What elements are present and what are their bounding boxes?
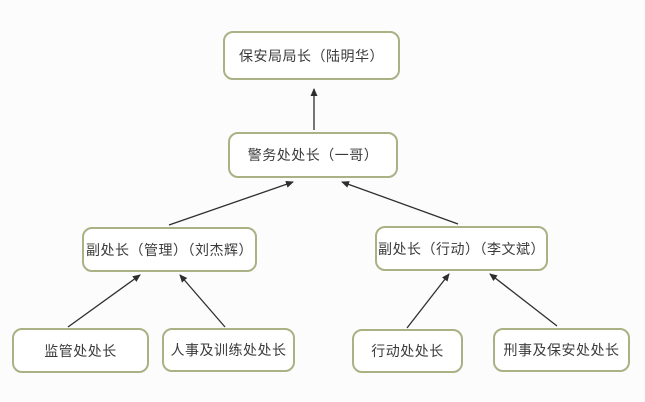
edge-regulatory-to-deputy-management <box>67 274 141 328</box>
node-deputy-operations: 副处长（行动）（李文斌） <box>375 226 548 271</box>
node-director-label: 保安局局长（陆明华） <box>239 47 384 64</box>
node-deputy-operations-label: 副处长（行动）（李文斌） <box>378 240 545 257</box>
node-personnel-training-label: 人事及训练处处长 <box>170 342 287 358</box>
node-operations-dept: 行动处处长 <box>352 329 463 373</box>
node-personnel-training: 人事及训练处处长 <box>162 328 295 372</box>
node-commissioner-label: 警务处处长（一哥） <box>247 147 379 163</box>
node-deputy-management: 副处长（管理）（刘杰辉） <box>82 227 257 272</box>
edge-deputy-operations-to-commissioner <box>341 181 459 225</box>
node-criminal-security: 刑事及保安处处长 <box>493 328 630 372</box>
node-criminal-security-label: 刑事及保安处处长 <box>503 342 620 358</box>
node-operations-dept-label: 行动处处长 <box>371 343 444 359</box>
node-regulatory: 监管处处长 <box>12 328 149 373</box>
node-commissioner: 警务处处长（一哥） <box>228 132 398 178</box>
node-regulatory-label: 监管处处长 <box>44 342 117 359</box>
node-director: 保安局局长（陆明华） <box>223 31 400 80</box>
edge-deputy-management-to-commissioner <box>168 180 294 226</box>
edge-criminal-security-to-deputy-operations <box>489 273 558 327</box>
node-deputy-management-label: 副处长（管理）（刘杰辉） <box>86 241 253 258</box>
edge-operations-dept-to-deputy-operations <box>406 273 450 329</box>
edge-personnel-training-to-deputy-management <box>179 274 226 328</box>
